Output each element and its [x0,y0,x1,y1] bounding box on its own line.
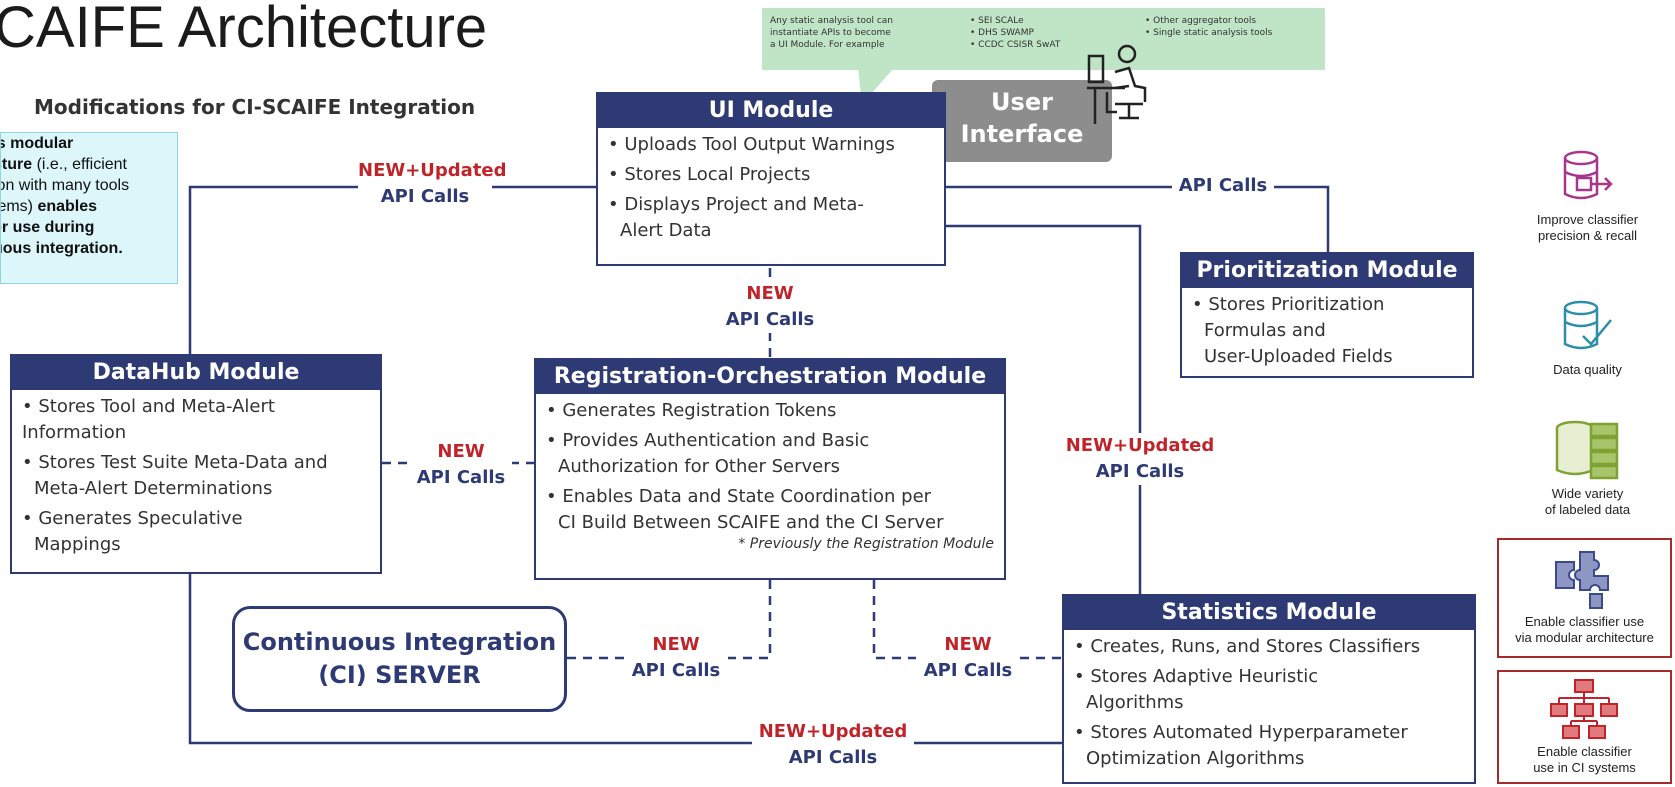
user-interface-box: User Interface [932,80,1112,162]
connector-label-datahub-statistics: NEW+Updated API Calls [752,719,914,771]
hierarchy-icon [1549,679,1618,739]
page-title: CAIFE Architecture [0,0,488,60]
statistics-module-bullet: Optimization Algorithms [1086,748,1305,769]
ci-server-box: Continuous Integration (CI) SERVER [232,606,567,712]
benefit-precision-recall: Improve classifier precision & recall [1500,148,1675,244]
registration-module-bullet: • Provides Authentication and Basic [546,430,870,451]
benefit-modular-architecture: Enable classifier use via modular archit… [1497,538,1672,658]
benefit-data-quality: Data quality [1500,298,1675,378]
tool-note: Any static analysis tool can instantiate… [762,8,1325,70]
line-datahub-ui [188,185,596,354]
datahub-module-bullet: Mappings [34,534,121,555]
registration-module-bullet: • Enables Data and State Coordination pe… [546,486,932,507]
connector-label-datahub-registration: NEW API Calls [410,439,512,491]
prioritization-module-bullet: Formulas and [1204,320,1326,341]
connector-label-ui-prioritization: API Calls [1172,173,1274,199]
connector-label-ui-registration: NEW API Calls [716,281,824,333]
ui-module-bullet: • Displays Project and Meta- [608,194,864,215]
ui-module-bullet: Alert Data [620,220,712,241]
prioritization-module-bullet: User-Uploaded Fields [1204,346,1393,367]
statistics-module-bullet: • Creates, Runs, and Stores Classifiers [1074,636,1421,657]
ui-module-title: UI Module [598,94,944,128]
statistics-module: Statistics Module • Creates, Runs, and S… [1062,594,1476,784]
datahub-module-title: DataHub Module [12,356,380,390]
database-table-icon [1555,420,1618,480]
diagram-subtitle: Modifications for CI-SCAIFE Integration [34,95,476,119]
statistics-module-bullet: Algorithms [1086,692,1184,713]
registration-orchestration-module: Registration-Orchestration Module • Gene… [534,358,1006,580]
ui-module-bullet: • Uploads Tool Output Warnings [608,134,895,155]
registration-module-title: Registration-Orchestration Module [536,360,1004,394]
database-check-icon [1563,300,1612,350]
connector-label-datahub-ui: NEW+Updated API Calls [358,158,507,210]
connector-label-ci-registration: NEW API Calls [624,632,728,684]
statistics-module-title: Statistics Module [1064,596,1474,630]
registration-module-bullet: CI Build Between SCAIFE and the CI Serve… [558,512,944,533]
statistics-module-bullet: • Stores Automated Hyperparameter [1074,722,1408,743]
modular-callout: 's modular cture (i.e., efficient ion wi… [0,132,178,284]
registration-module-footnote: * Previously the Registration Module [738,536,994,552]
user-at-computer-icon [1087,44,1147,124]
benefit-labeled-data: Wide variety of labeled data [1500,418,1675,518]
connector-label-ui-statistics: NEW+Updated API Calls [1058,433,1222,485]
datahub-module-bullet: Meta-Alert Determinations [34,478,273,499]
registration-module-bullet: Authorization for Other Servers [558,456,840,477]
connector-label-registration-statistics: NEW API Calls [916,632,1020,684]
prioritization-module: Prioritization Module • Stores Prioritiz… [1180,252,1474,378]
prioritization-module-bullet: • Stores Prioritization [1192,294,1385,315]
ui-module: UI Module • Uploads Tool Output Warnings… [596,92,946,266]
datahub-module: DataHub Module • Stores Tool and Meta-Al… [10,354,382,574]
benefit-ci-systems: Enable classifier use in CI systems [1497,670,1672,784]
datahub-module-bullet: Information [22,422,127,443]
statistics-module-bullet: • Stores Adaptive Heuristic [1074,666,1319,687]
datahub-module-bullet: • Generates Speculative [22,508,243,529]
datahub-module-bullet: • Stores Test Suite Meta-Data and [22,452,328,473]
ui-module-bullet: • Stores Local Projects [608,164,811,185]
prioritization-module-title: Prioritization Module [1182,254,1472,288]
registration-module-bullet: • Generates Registration Tokens [546,400,837,421]
database-export-icon [1563,150,1613,200]
datahub-module-bullet: • Stores Tool and Meta-Alert [22,396,275,417]
line-ui-prioritization [946,185,1330,252]
puzzle-icon [1554,551,1609,609]
